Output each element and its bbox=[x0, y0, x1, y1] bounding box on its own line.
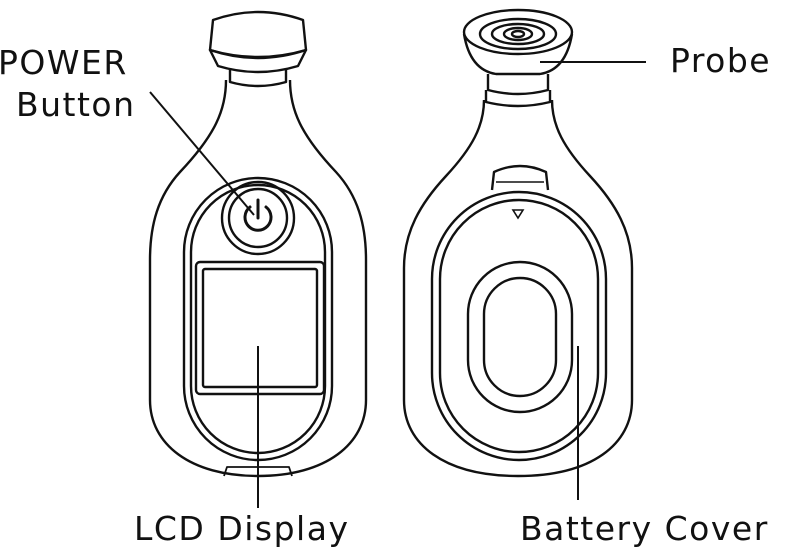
power-leader-line bbox=[150, 92, 254, 215]
battery-cover-label: Battery Cover bbox=[520, 509, 769, 548]
front-top-cap bbox=[210, 12, 306, 57]
probe-ring-4 bbox=[512, 31, 524, 37]
front-top-cap-lower bbox=[210, 50, 306, 72]
probe-label: Probe bbox=[670, 41, 771, 80]
lcd-label: LCD Display bbox=[134, 509, 349, 548]
power-label-line2: Button bbox=[16, 85, 136, 124]
lcd-screen-inner bbox=[203, 269, 317, 387]
back-device bbox=[404, 10, 632, 476]
battery-cover-inner bbox=[440, 200, 598, 452]
triangle-down-icon bbox=[513, 210, 523, 218]
lcd-screen-outer bbox=[196, 262, 324, 394]
power-icon bbox=[245, 200, 271, 230]
battery-latch bbox=[492, 166, 548, 190]
power-label-line1: POWER bbox=[0, 43, 128, 82]
battery-recess-inner bbox=[484, 278, 556, 396]
battery-cover-outer bbox=[432, 192, 606, 460]
probe-cup-base bbox=[488, 74, 548, 94]
